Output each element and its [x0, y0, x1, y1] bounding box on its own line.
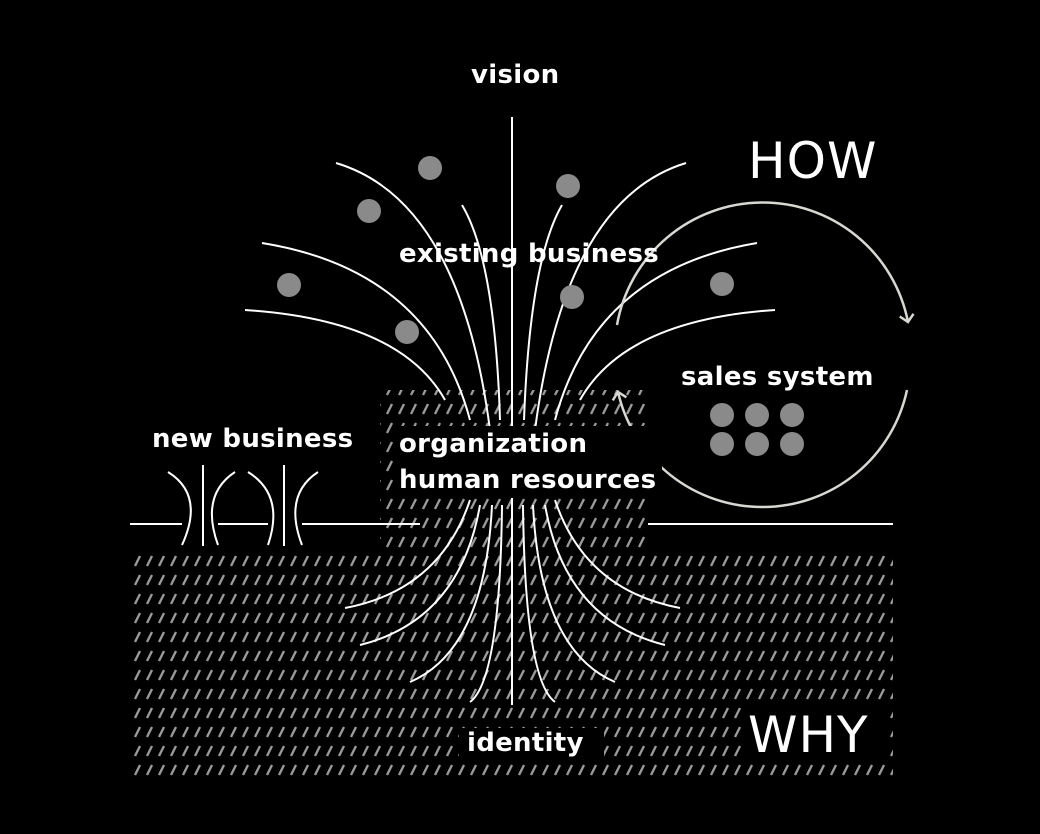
identity-label: identity — [459, 728, 604, 762]
why-label: WHY — [744, 706, 889, 764]
human-resources-label: human resources — [399, 465, 657, 495]
existing-business-label: existing business — [399, 239, 660, 269]
lower-flow-lines — [344, 499, 681, 703]
organization-label: organization — [399, 429, 588, 459]
sales-system-dots — [710, 403, 804, 456]
new-business-label: new business — [152, 424, 354, 454]
existing-business-dots — [277, 156, 734, 344]
sales-system-label: sales system — [681, 362, 874, 392]
new-business-icon — [167, 465, 319, 546]
upper-flow-lines — [244, 162, 776, 431]
vision-label: vision — [471, 60, 560, 90]
how-label: HOW — [748, 132, 878, 190]
organization-block: organization human resources — [393, 426, 663, 498]
